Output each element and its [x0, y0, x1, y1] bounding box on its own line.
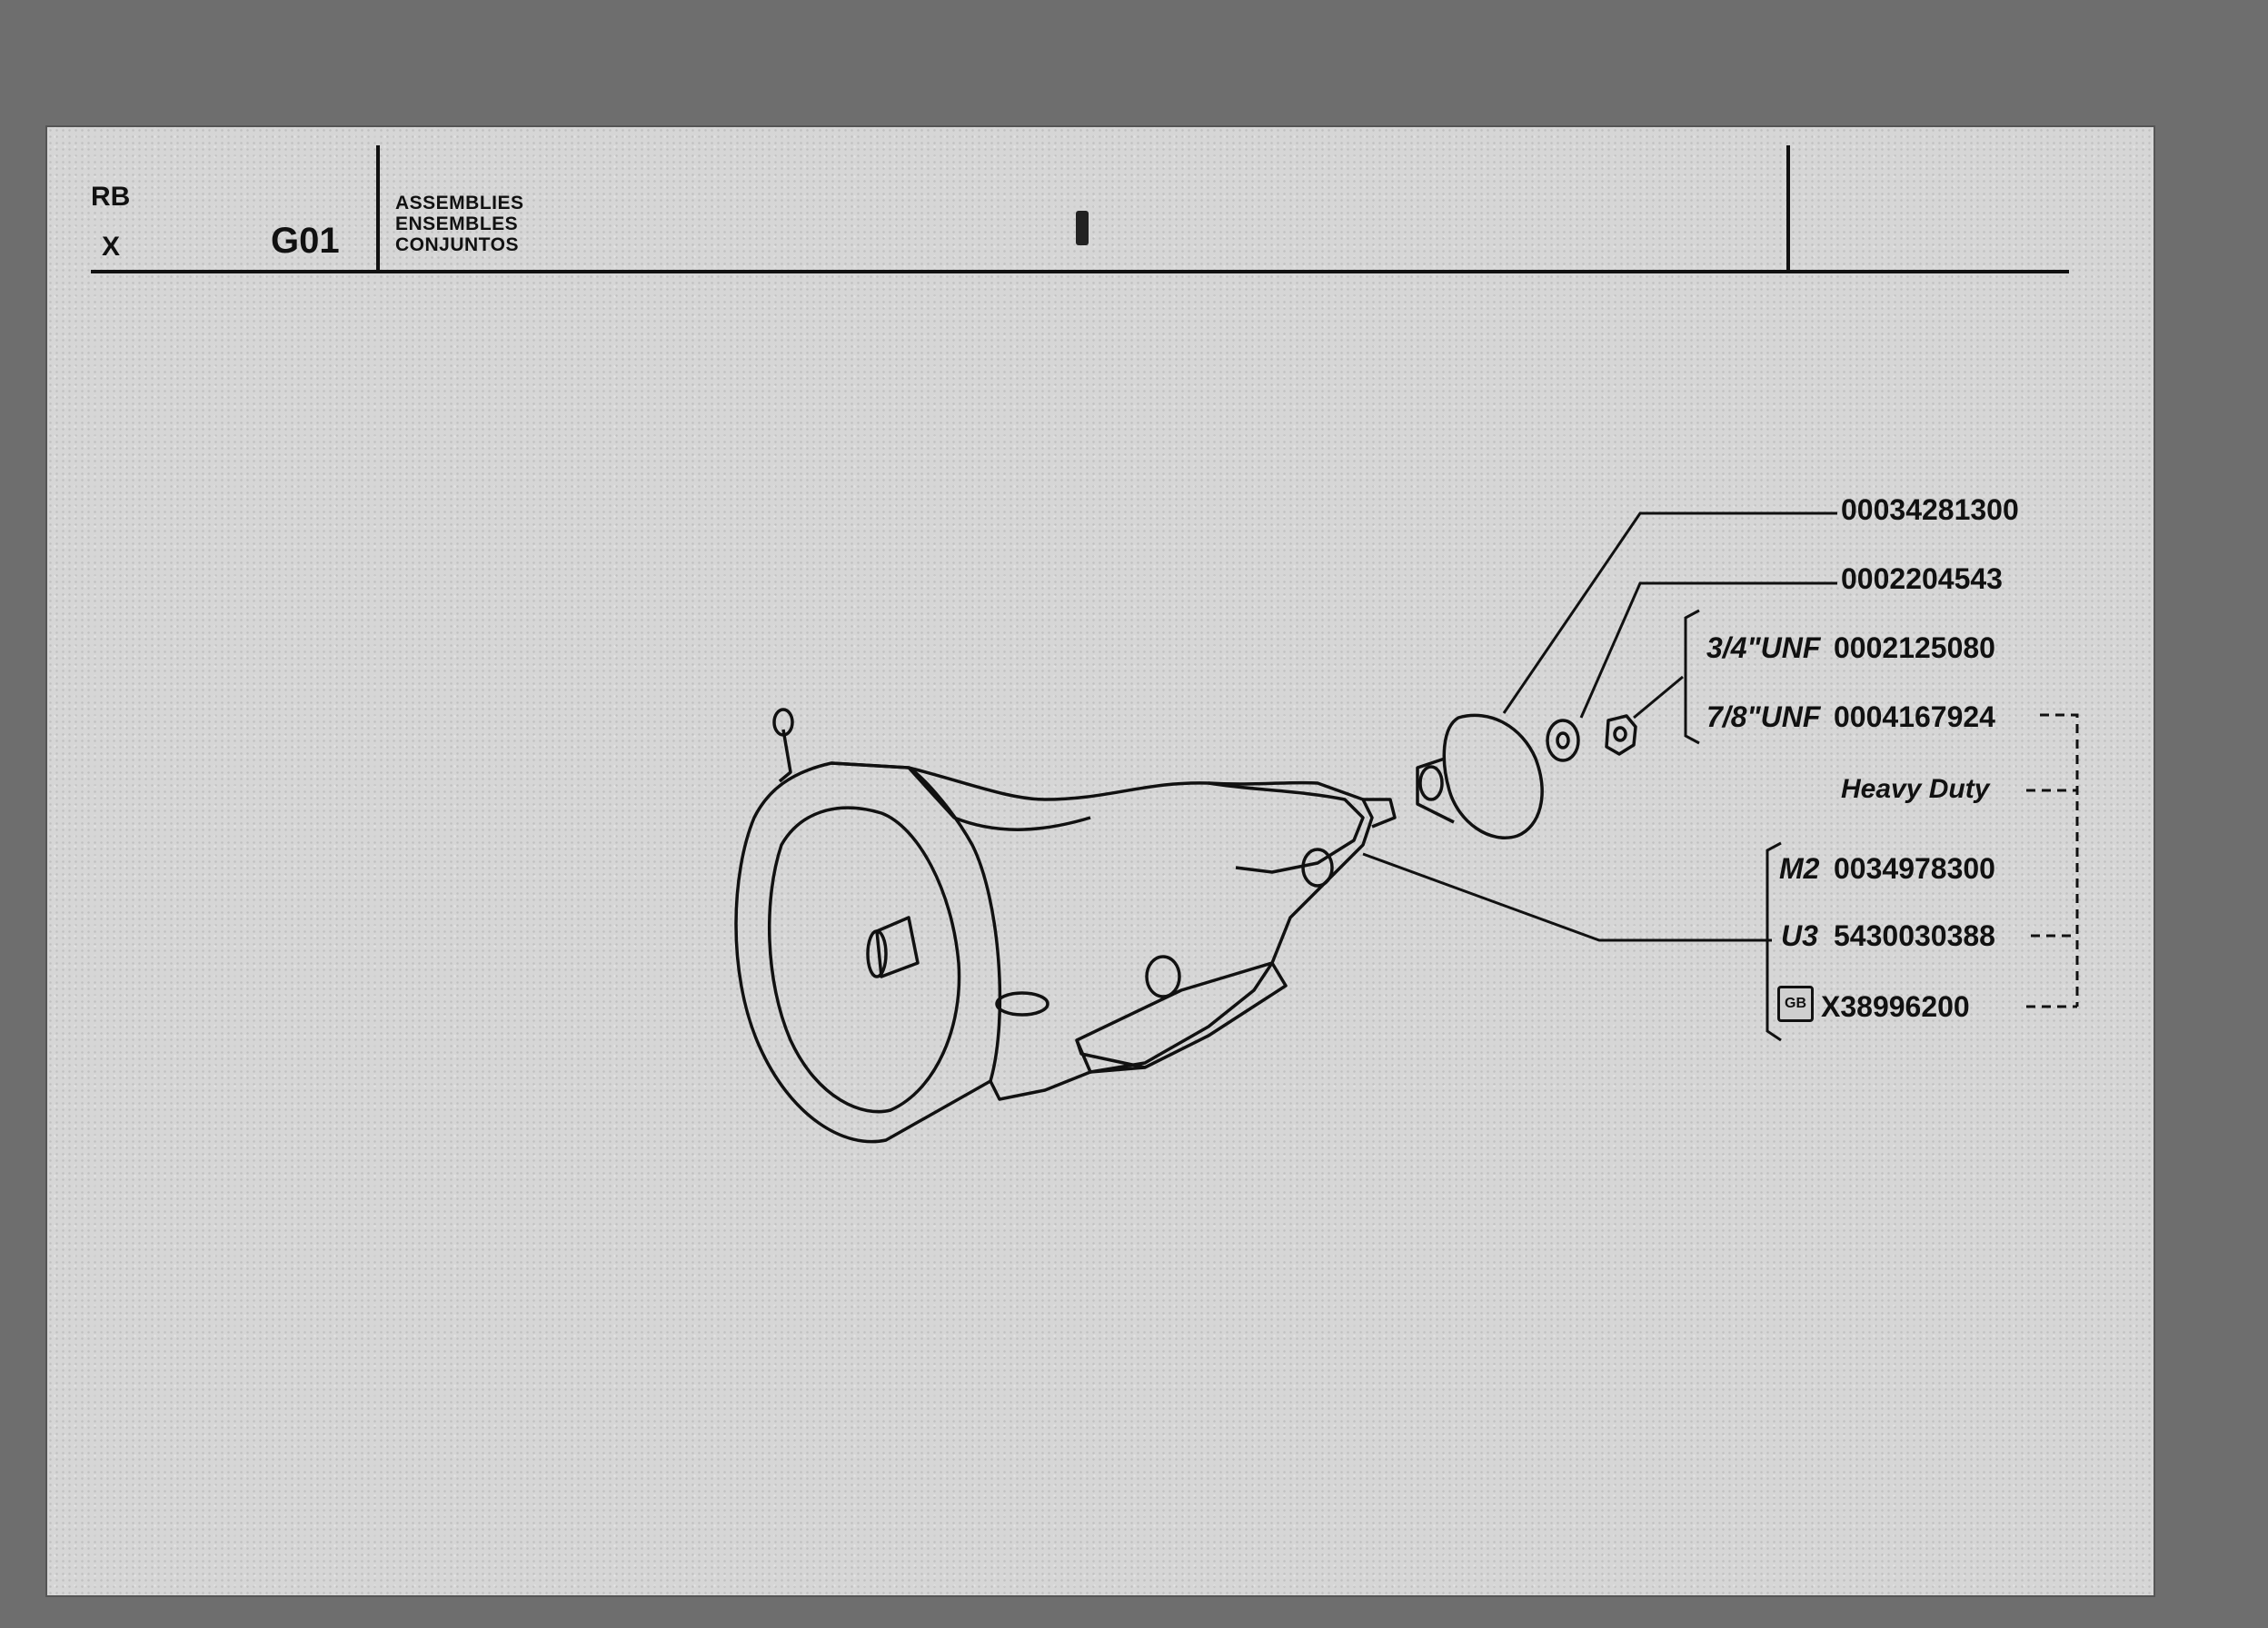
part-number-m2: 0034978300 — [1834, 852, 1995, 885]
part-number-1: 00034281300 — [1841, 493, 2019, 526]
nut — [1605, 714, 1637, 756]
oil-pan-flange — [1075, 1039, 1146, 1069]
leader-part1 — [1502, 511, 1837, 714]
leader-part2 — [1579, 581, 1837, 719]
gb-badge-icon: GB — [1777, 986, 1814, 1022]
code-x: X — [102, 232, 121, 262]
leader-case — [1362, 852, 1772, 942]
case-top-line — [907, 766, 1091, 831]
header-divider-left — [376, 145, 380, 270]
flange-yoke — [1442, 713, 1544, 839]
bell-housing-inner — [768, 806, 961, 1114]
bracket-threads — [1684, 609, 1700, 745]
output-shaft — [1363, 798, 1397, 829]
thread-3-4-label: 3/4"UNF — [1706, 631, 1821, 664]
part-number-u3: 5430030388 — [1834, 919, 1995, 952]
dashed-part4 — [2040, 713, 2079, 1007]
oil-pan — [1075, 961, 1288, 1074]
model-u3-label: U3 — [1781, 919, 1818, 952]
bracket-models — [1766, 841, 1782, 1042]
heavy-duty-label: Heavy Duty — [1841, 774, 1990, 804]
washer — [1546, 719, 1580, 762]
title-fr: ENSEMBLES — [395, 213, 519, 234]
section-titles: ASSEMBLIES ENSEMBLES CONJUNTOS — [395, 193, 524, 255]
dipstick-tube — [778, 729, 792, 783]
dipstick-ring — [772, 708, 794, 737]
part-number-gb: X38996200 — [1821, 990, 1970, 1023]
header-rule — [91, 270, 2069, 273]
catalog-sheet — [47, 127, 2154, 1595]
header-divider-right — [1786, 145, 1790, 270]
title-es: CONJUNTOS — [395, 234, 519, 255]
leader-nut — [1633, 675, 1684, 720]
transmission-case — [831, 761, 1374, 1101]
input-shaft — [875, 916, 920, 978]
section-code: G01 — [271, 221, 340, 261]
part-number-4: 0004167924 — [1834, 700, 1995, 733]
part-number-2: 0002204543 — [1841, 562, 2003, 595]
page-marker-icon — [1076, 211, 1089, 245]
title-en: ASSEMBLIES — [395, 193, 524, 213]
code-rb: RB — [91, 182, 131, 212]
model-m2-label: M2 — [1779, 852, 1820, 885]
part-number-3: 0002125080 — [1834, 631, 1995, 664]
tail-housing — [1208, 781, 1365, 874]
thread-7-8-label: 7/8"UNF — [1706, 700, 1821, 733]
